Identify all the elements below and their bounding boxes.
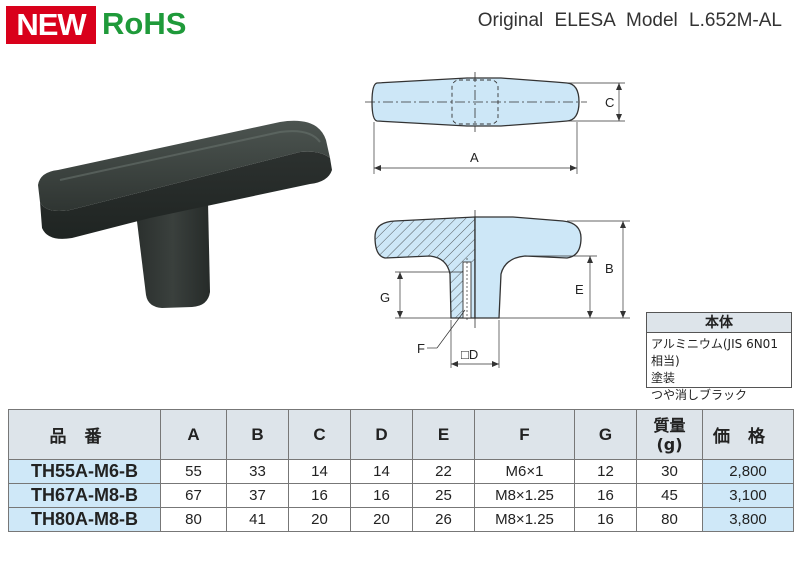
header-d: D — [350, 409, 413, 460]
cell-d: 16 — [350, 483, 413, 508]
header-e: E — [412, 409, 475, 460]
table-row: TH55A-M6-B 55 33 14 14 22 M6×1 12 30 2,8… — [8, 459, 794, 484]
dimension-e-label: E — [575, 282, 584, 297]
model-title: Original ELESA Model L.652M-AL — [477, 10, 782, 31]
cell-g: 16 — [574, 507, 637, 532]
cell-price: 2,800 — [702, 459, 794, 484]
cell-c: 14 — [288, 459, 351, 484]
cell-g: 16 — [574, 483, 637, 508]
drawing-section-view: B E G F □D — [374, 210, 630, 368]
table-row: TH80A-M8-B 80 41 20 20 26 M8×1.25 16 80 … — [8, 507, 794, 532]
cell-f: M6×1 — [474, 459, 575, 484]
table-row: TH67A-M8-B 67 37 16 16 25 M8×1.25 16 45 … — [8, 483, 794, 508]
spec-table: 品番 A B C D E F G 質量 (g) 価格 TH55A-M6-B 55… — [8, 409, 794, 532]
cell-mass: 45 — [636, 483, 703, 508]
cell-f: M8×1.25 — [474, 483, 575, 508]
header-price: 価格 — [702, 409, 794, 460]
cell-price: 3,100 — [702, 483, 794, 508]
cell-d: 20 — [350, 507, 413, 532]
cell-f: M8×1.25 — [474, 507, 575, 532]
material-description: アルミニウム(JIS 6N01相当) 塗装 つや消しブラック — [647, 333, 791, 407]
part-number-cell: TH55A-M6-B — [8, 459, 161, 484]
cell-c: 20 — [288, 507, 351, 532]
rohs-badge: RoHS — [102, 6, 187, 41]
table-header-row: 品番 A B C D E F G 質量 (g) 価格 — [8, 409, 794, 460]
cell-price: 3,800 — [702, 507, 794, 532]
dimension-g-label: G — [380, 290, 390, 305]
cell-e: 26 — [412, 507, 475, 532]
header-mass-label: 質量 — [653, 415, 686, 435]
material-line: 塗装 — [651, 371, 676, 385]
cell-a: 55 — [160, 459, 227, 484]
header-g: G — [574, 409, 637, 460]
cell-d: 14 — [350, 459, 413, 484]
dimension-a-label: A — [470, 150, 479, 165]
cell-b: 33 — [226, 459, 289, 484]
dimension-c-label: C — [605, 95, 614, 110]
cell-e: 25 — [412, 483, 475, 508]
cell-e: 22 — [412, 459, 475, 484]
cell-mass: 80 — [636, 507, 703, 532]
cell-g: 12 — [574, 459, 637, 484]
header-f: F — [474, 409, 575, 460]
dimension-f-label: F — [417, 341, 425, 356]
header-mass: 質量 (g) — [636, 409, 703, 460]
material-box: 本体 アルミニウム(JIS 6N01相当) 塗装 つや消しブラック — [646, 312, 792, 402]
cell-c: 16 — [288, 483, 351, 508]
cell-a: 67 — [160, 483, 227, 508]
drawing-top-view: C A — [365, 72, 625, 174]
part-number-cell: TH67A-M8-B — [8, 483, 161, 508]
header-c: C — [288, 409, 351, 460]
cell-mass: 30 — [636, 459, 703, 484]
material-title: 本体 — [647, 313, 791, 333]
dimension-d-label: □D — [461, 347, 478, 362]
material-line: つや消しブラック — [651, 388, 748, 402]
header-b: B — [226, 409, 289, 460]
part-number-cell: TH80A-M8-B — [8, 507, 161, 532]
header-a: A — [160, 409, 227, 460]
cell-b: 41 — [226, 507, 289, 532]
new-badge: NEW — [6, 6, 96, 44]
header-mass-unit: (g) — [656, 434, 683, 454]
material-line: アルミニウム(JIS 6N01相当) — [651, 337, 778, 368]
product-photo — [38, 120, 332, 308]
cell-b: 37 — [226, 483, 289, 508]
header-part-number: 品番 — [8, 409, 161, 460]
cell-a: 80 — [160, 507, 227, 532]
dimension-b-label: B — [605, 261, 614, 276]
